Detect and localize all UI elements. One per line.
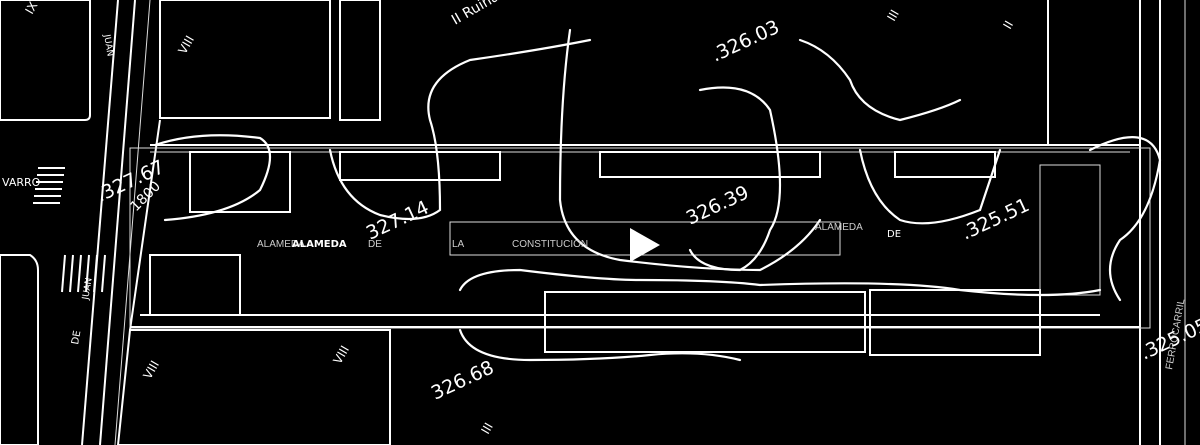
elevation-label: 326.68 <box>428 356 498 404</box>
elevation-label: .326.03 <box>708 16 783 67</box>
park-label-constitucion: CONSTITUCION <box>512 239 588 250</box>
roads <box>33 0 1186 445</box>
block-label: IX <box>22 0 40 17</box>
street-label-navarro: VARRO <box>2 176 41 189</box>
block-label: VIII <box>140 358 162 381</box>
park-label-de: DE <box>368 239 382 250</box>
park-label-alameda-bold: ALAMEDA <box>292 239 347 250</box>
block-label: II Ruinas <box>449 0 508 28</box>
block-label: II <box>1000 18 1016 31</box>
park-label-la: LA <box>452 239 465 250</box>
hatched-blocks <box>0 0 391 445</box>
street-label-juan: JUAN <box>101 33 115 58</box>
park-label-de-east: DE <box>887 229 901 240</box>
street-label-de: DE <box>70 330 83 346</box>
block-label: III <box>478 420 495 436</box>
block-label: VIII <box>175 33 197 56</box>
park-label-alameda: ALAMEDA <box>257 239 305 250</box>
block-label: VIII <box>330 343 352 366</box>
park-outline <box>129 144 1151 356</box>
park-label-alameda-east: ALAMEDA <box>815 222 863 233</box>
elevation-label: .325.51 <box>958 194 1033 245</box>
elevation-label: 327.14 <box>363 196 433 244</box>
contour-lines <box>153 28 1162 362</box>
street-label-juan-lower: JUAN <box>81 277 95 302</box>
block-label: III <box>884 7 901 23</box>
